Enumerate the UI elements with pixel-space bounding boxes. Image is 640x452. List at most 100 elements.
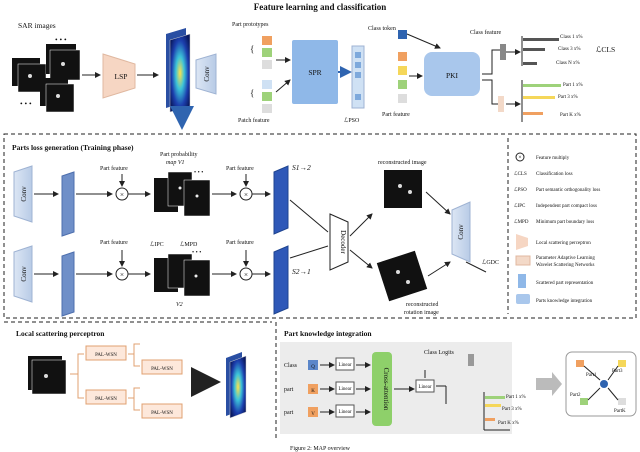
cross-attention-label: Cross-attention xyxy=(382,368,390,411)
svg-text:Part 1 x%: Part 1 x% xyxy=(506,395,526,400)
svg-text:Q: Q xyxy=(311,365,315,370)
pal-wsn-1 xyxy=(85,345,127,361)
conv-block-row1 xyxy=(13,165,33,223)
pki-block xyxy=(424,52,480,96)
feature-plane-row2 xyxy=(61,251,75,317)
lsp-block xyxy=(102,53,136,99)
svg-text:Part1: Part1 xyxy=(586,373,597,378)
section-title-parts-loss: Parts loss generation (Training phase) xyxy=(12,143,134,152)
v2-label: V2 xyxy=(176,302,183,308)
part-feature-row1: Part feature xyxy=(100,165,128,172)
svg-text:Part semantic orthogonality lo: Part semantic orthogonality loss xyxy=(536,188,600,193)
loss-ipc: ℒIPC xyxy=(150,241,164,248)
svg-text:• • •: • • • xyxy=(192,250,201,256)
svg-text:×: × xyxy=(244,270,248,279)
svg-text:Independent part compact loss: Independent part compact loss xyxy=(536,204,597,209)
pal-wsn-3 xyxy=(141,359,183,375)
svg-text:Local scattering perceptron: Local scattering perceptron xyxy=(536,241,591,246)
prototype-green xyxy=(262,48,272,57)
prob-maps-row1: • • • xyxy=(154,170,211,217)
svg-text:Part feature: Part feature xyxy=(100,239,128,246)
linear-v xyxy=(335,404,355,418)
part-feature-label-top: Part feature xyxy=(382,111,410,118)
legend: × Feature multiply ℒCLS Classification l… xyxy=(514,152,600,304)
conv-block-top xyxy=(195,53,217,95)
loss-cls: ℒCLS xyxy=(596,45,615,54)
svg-text:Conv: Conv xyxy=(20,266,28,282)
grey-arrow xyxy=(536,372,562,396)
sar-images-label: SAR images xyxy=(18,21,56,30)
svg-text:PAL-WSN: PAL-WSN xyxy=(95,353,117,358)
svg-text:K: K xyxy=(311,389,315,394)
svg-text:PAL-WSN: PAL-WSN xyxy=(95,397,117,402)
svg-text:• • •: • • • xyxy=(194,170,203,176)
prototype-orange xyxy=(262,36,272,45)
svg-text:Linear: Linear xyxy=(338,387,351,392)
svg-text:reconstructed: reconstructed xyxy=(406,302,438,308)
parts-loss-frame xyxy=(3,133,637,319)
svg-text:Parameter Adaptive Learning: Parameter Adaptive Learning xyxy=(536,256,595,261)
svg-text:Parts knowledge integration: Parts knowledge integration xyxy=(536,299,593,304)
pki-rows: Class Q part K part V xyxy=(284,360,318,417)
pal-wsn-2 xyxy=(85,389,127,405)
reconstructed-rotation-image xyxy=(376,250,428,302)
lsp-label: LSP xyxy=(115,72,128,81)
svg-text:Linear: Linear xyxy=(338,410,351,415)
svg-text:• • •: • • • xyxy=(55,35,67,44)
linear-q xyxy=(335,357,355,371)
decoder-block xyxy=(329,213,349,271)
part-prototypes-label: Part prototypes xyxy=(232,22,269,28)
svg-text:• • •: • • • xyxy=(20,99,32,108)
svg-text:ℒPSO: ℒPSO xyxy=(514,187,527,193)
svg-text:Linear: Linear xyxy=(338,363,351,368)
svg-text:Class 1 x%: Class 1 x% xyxy=(560,35,583,40)
svg-text:×: × xyxy=(120,270,124,279)
svg-text:{: { xyxy=(250,88,254,98)
rotation-image-label: rotation image xyxy=(404,310,439,316)
svg-text:{: { xyxy=(250,44,254,54)
linear-out xyxy=(415,379,435,393)
svg-text:Conv: Conv xyxy=(20,186,28,202)
s21-label: S2→1 xyxy=(292,267,311,276)
svg-text:ℒMPD: ℒMPD xyxy=(514,219,529,225)
section-title-feature-learning: Feature learning and classification xyxy=(254,2,387,12)
svg-text:Part 3 x%: Part 3 x% xyxy=(558,95,578,100)
reconstructed-image xyxy=(384,170,422,208)
prob-maps-row2: • • • xyxy=(154,250,211,297)
svg-text:×: × xyxy=(244,190,248,199)
spr-block xyxy=(292,40,338,104)
s21-plane xyxy=(273,245,289,315)
svg-text:Part feature: Part feature xyxy=(226,165,254,172)
svg-text:ℒCLS: ℒCLS xyxy=(514,171,527,177)
spr-label: SPR xyxy=(308,68,321,77)
svg-text:Part3: Part3 xyxy=(612,369,623,374)
svg-text:Linear: Linear xyxy=(418,385,431,390)
conv-block-row2 xyxy=(13,245,33,303)
feature-plane-row1 xyxy=(61,171,75,237)
svg-text:part: part xyxy=(284,387,294,393)
figure-caption: Figure 2: MAP overview xyxy=(290,446,351,452)
pki-part-bars: Part 1 x% Part 3 x% Part K x% xyxy=(483,392,526,431)
svg-text:Part2: Part2 xyxy=(570,393,581,398)
svg-text:PartK: PartK xyxy=(614,409,626,414)
svg-text:Minimum part boundary loss: Minimum part boundary loss xyxy=(536,220,594,225)
loss-gdc: ℒGDC xyxy=(482,259,499,266)
svg-text:Part 1 x%: Part 1 x% xyxy=(563,83,583,88)
s12-label: S1→2 xyxy=(292,163,311,172)
lsp-output-stack xyxy=(226,352,247,419)
feature-map-stack xyxy=(166,28,191,113)
class-probabilities: Class 1 x% Class 3 x% Class N x% xyxy=(521,35,583,66)
svg-text:map V1: map V1 xyxy=(166,160,185,166)
svg-text:PAL-WSN: PAL-WSN xyxy=(151,411,173,416)
class-logits-label: Class Logits xyxy=(424,350,455,356)
svg-text:Classification loss: Classification loss xyxy=(536,172,573,177)
svg-text:Part feature: Part feature xyxy=(226,239,254,246)
svg-text:Class N x%: Class N x% xyxy=(556,61,580,66)
svg-text:×: × xyxy=(120,190,124,199)
svg-text:Conv: Conv xyxy=(457,224,465,240)
conv-block-decoder xyxy=(451,201,471,263)
decoder-label: Decoder xyxy=(339,230,347,254)
svg-text:part: part xyxy=(284,410,294,416)
linear-k xyxy=(335,381,355,395)
